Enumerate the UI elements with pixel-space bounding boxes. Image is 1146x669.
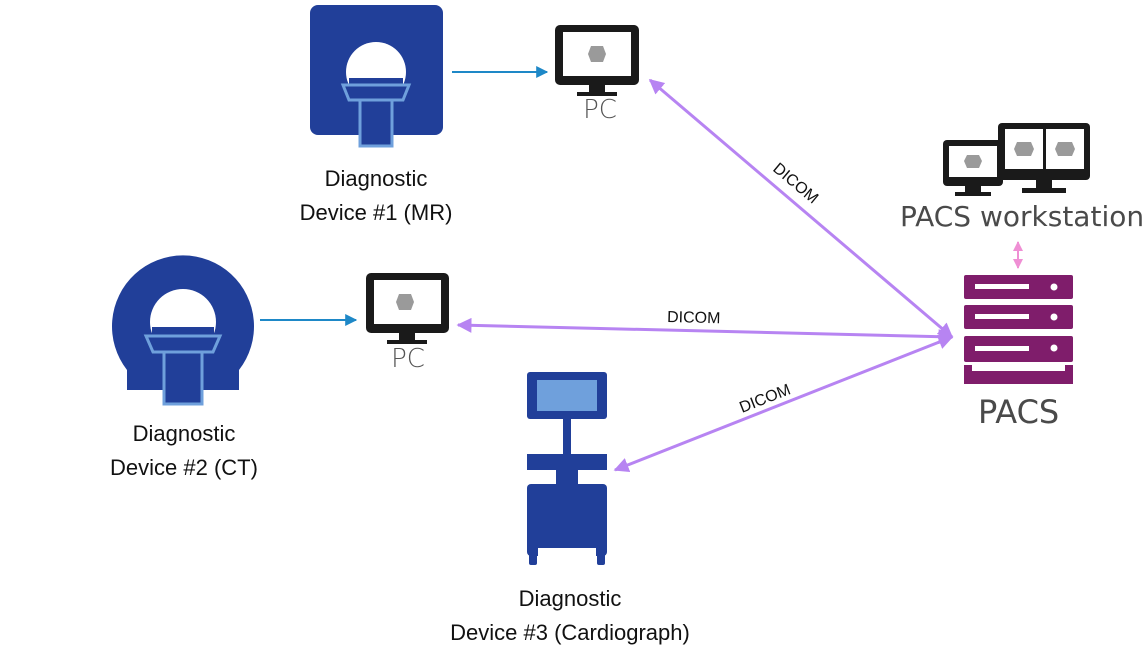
device-label-mr: Diagnostic Device #1 (MR)	[299, 166, 453, 225]
dicom-connection-arrow	[613, 334, 954, 473]
cardiograph-device-icon	[527, 372, 607, 565]
pacs-workstation-label: PACS workstation	[900, 200, 1145, 233]
dicom-label: DICOM	[769, 160, 821, 207]
pc-monitor-icon	[366, 273, 449, 344]
pacs-server-icon	[964, 275, 1073, 384]
pc-monitor-icon	[555, 25, 639, 96]
device-label-ct: Diagnostic Device #2 (CT)	[110, 421, 258, 480]
mr-device-icon	[310, 5, 443, 148]
pc-label: PC	[583, 95, 617, 125]
dicom-connection-arrow	[648, 78, 954, 339]
ct-device-icon	[112, 255, 255, 406]
device-label-cardiograph: Diagnostic Device #3 (Cardiograph)	[450, 586, 690, 645]
dicom-label: DICOM	[667, 309, 721, 327]
pacs-workstation-icon	[943, 123, 1090, 196]
pacs-server-label: PACS	[978, 393, 1060, 431]
pc-label: PC	[391, 344, 425, 374]
